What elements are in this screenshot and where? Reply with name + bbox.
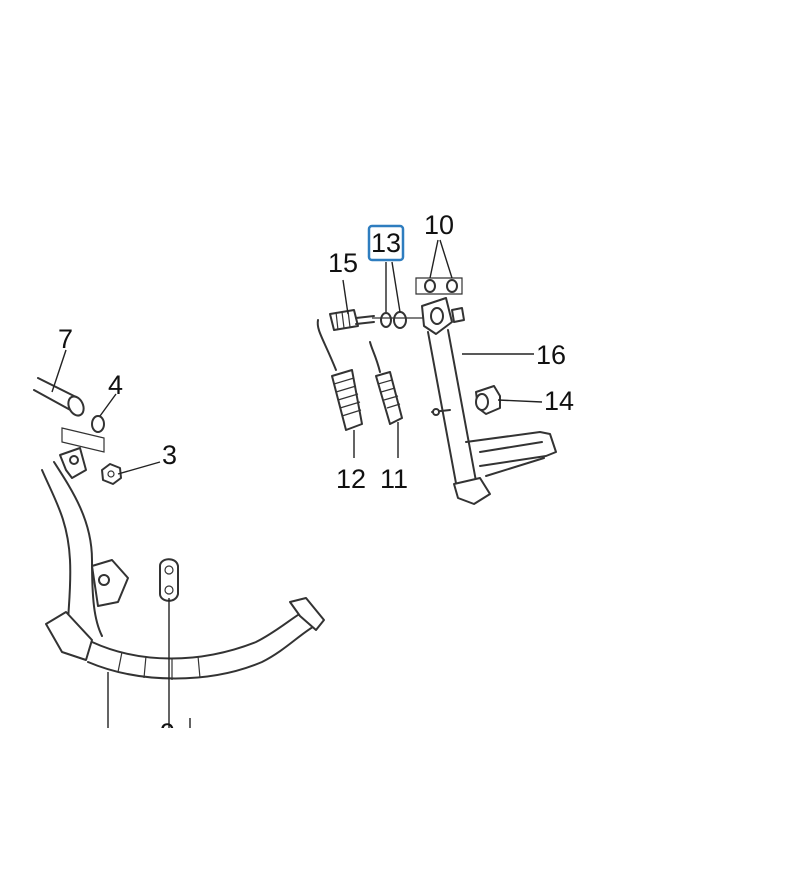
callout-11[interactable]: 11 (380, 464, 408, 494)
callout-3[interactable]: 3 (162, 440, 177, 470)
side-stand-assembly (316, 277, 557, 505)
callout-15[interactable]: 15 (328, 248, 358, 278)
callout-4[interactable]: 4 (108, 370, 123, 400)
main-stand (33, 377, 325, 680)
highlight-box (367, 224, 405, 262)
callout-labels: 7 4 3 15 13 10 16 14 12 11 9 (58, 210, 574, 748)
callout-7[interactable]: 7 (58, 324, 73, 354)
callout-14[interactable]: 14 (544, 386, 574, 416)
callout-12[interactable]: 12 (336, 464, 366, 494)
crop-mask (0, 728, 786, 896)
leader-lines (51, 239, 543, 730)
callout-16[interactable]: 16 (536, 340, 566, 370)
callout-10[interactable]: 10 (424, 210, 454, 240)
callout-13[interactable]: 13 (371, 228, 401, 258)
